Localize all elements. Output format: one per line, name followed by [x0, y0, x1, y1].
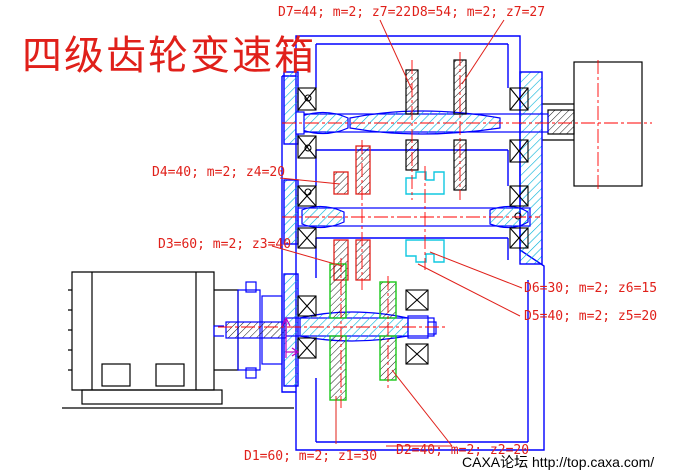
footer-watermark: CAXA论坛 http://top.caxa.com/ [462, 454, 655, 470]
gear-d6 [405, 171, 445, 195]
label-d6: D6=30; m=2; z6=15 [524, 281, 658, 296]
label-d5: D5=40; m=2; z5=20 [524, 309, 658, 324]
label-d4: D4=40; m=2; z4=20 [152, 165, 286, 180]
label-d7: D7=44; m=2; z7=22 [278, 5, 412, 20]
motor [62, 271, 294, 409]
bearings [297, 87, 529, 365]
top-shaft [295, 110, 549, 135]
coupling [213, 281, 287, 379]
gear-d1 [329, 263, 347, 401]
label-d8: D8=54; m=2; z7=27 [412, 5, 546, 20]
label-d3: D3=60; m=2; z3=40 [158, 237, 292, 252]
center-lines [218, 52, 652, 408]
label-d1: D1=60; m=2; z1=30 [244, 449, 378, 464]
gear-d4 [333, 145, 371, 195]
callout-leaders [271, 19, 523, 447]
label-d2: D2=40; m=2; z2=20 [396, 443, 530, 458]
drawing-title: 四级齿轮变速箱 [22, 33, 316, 79]
gear-d5 [405, 239, 445, 263]
output-device [542, 61, 643, 187]
shift-arrow [281, 316, 300, 358]
